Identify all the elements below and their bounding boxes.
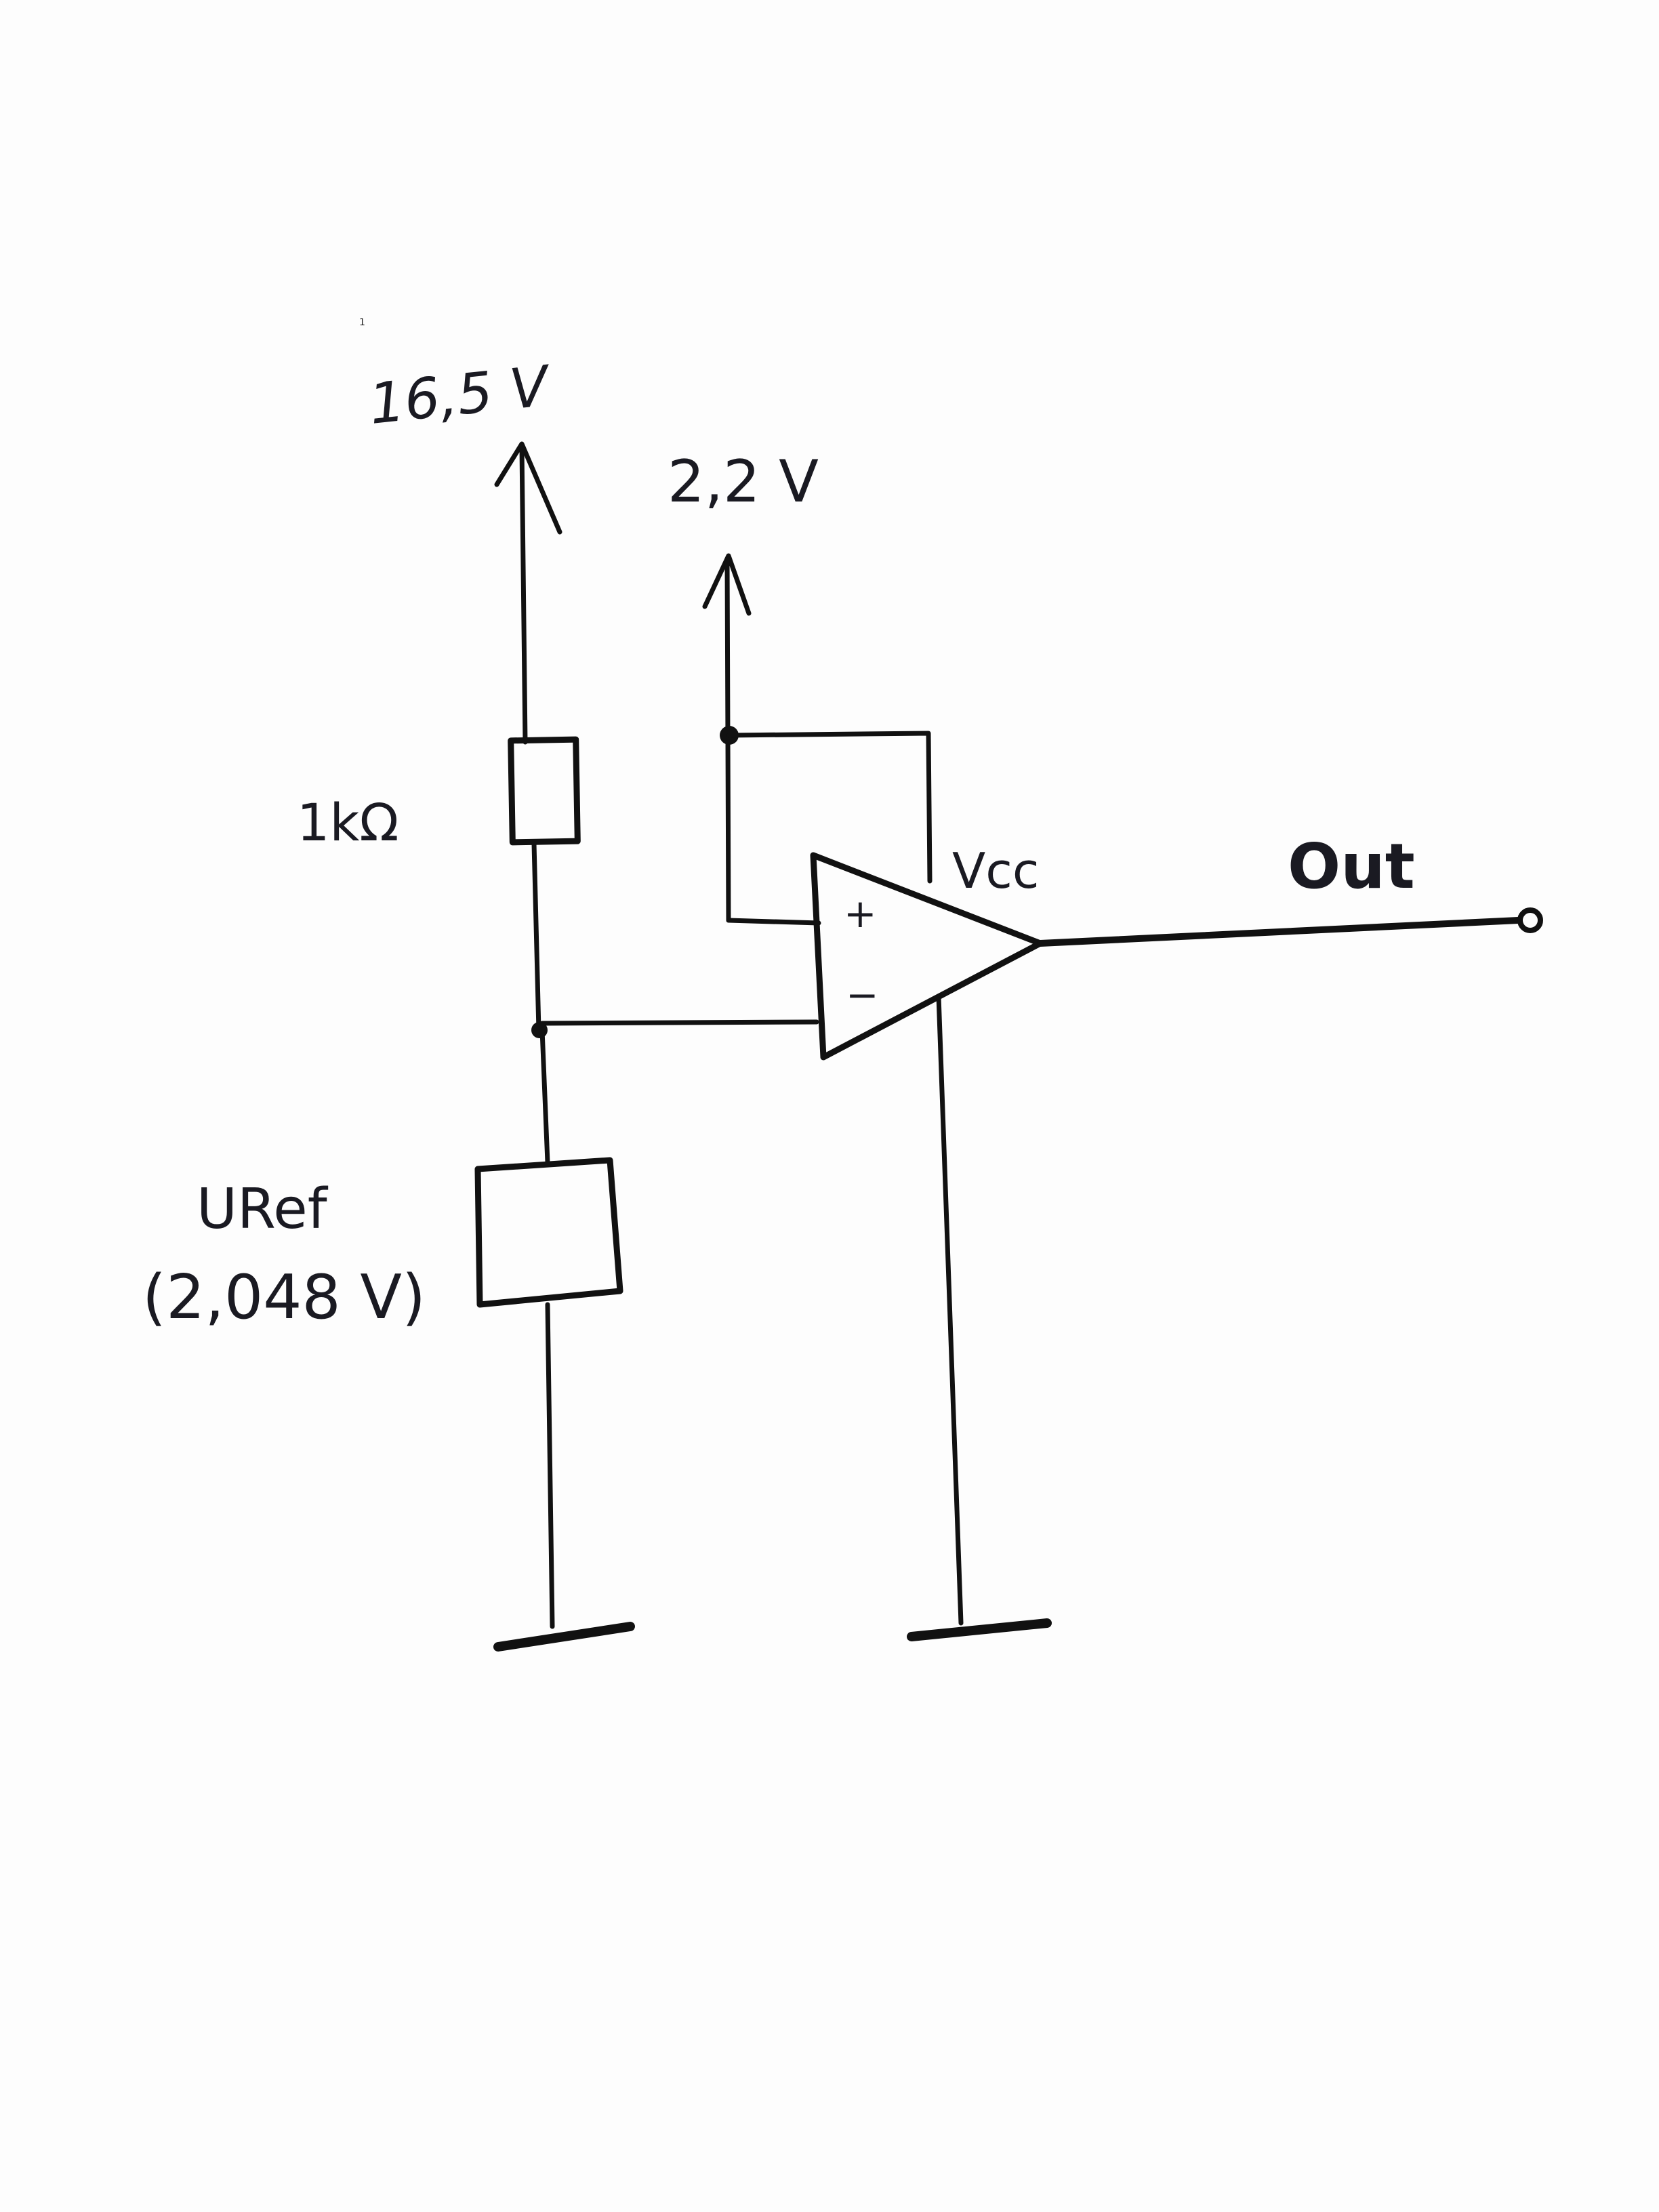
output-terminal — [1517, 907, 1543, 933]
output-label: Out — [1288, 830, 1415, 903]
ground-right — [907, 1618, 1052, 1641]
reference-value-label: (2,048 V) — [142, 1262, 426, 1333]
supply-16v5-label: 16,5 V — [366, 354, 554, 437]
resistor-label: 1kΩ — [297, 792, 398, 853]
supply-16v5-arrow — [494, 441, 562, 745]
ground-left — [493, 1622, 635, 1652]
wire-reference-to-ground — [545, 1302, 555, 1629]
vcc-label: Vcc — [952, 842, 1039, 899]
voltage-reference-block — [474, 1157, 623, 1308]
wire-node-to-minus — [539, 1019, 819, 1026]
reference-name-label: URef — [197, 1177, 329, 1242]
resistor-1k — [508, 736, 581, 846]
op-amp-plus-sign: + — [844, 890, 877, 937]
page-number: 1 — [359, 317, 365, 328]
supply-2v2-label: 2,2 V — [668, 448, 819, 516]
wire-resistor-to-node — [531, 841, 541, 1033]
op-amp-triangle — [810, 852, 1044, 1061]
wire-opamp-to-ground — [936, 994, 964, 1626]
op-amp-minus-sign: − — [846, 972, 879, 1018]
wire-supply-to-vcc — [726, 731, 933, 884]
wire-output — [1037, 917, 1521, 947]
wire-node-to-reference — [539, 1027, 550, 1165]
wire-supply-to-plus — [726, 918, 821, 926]
